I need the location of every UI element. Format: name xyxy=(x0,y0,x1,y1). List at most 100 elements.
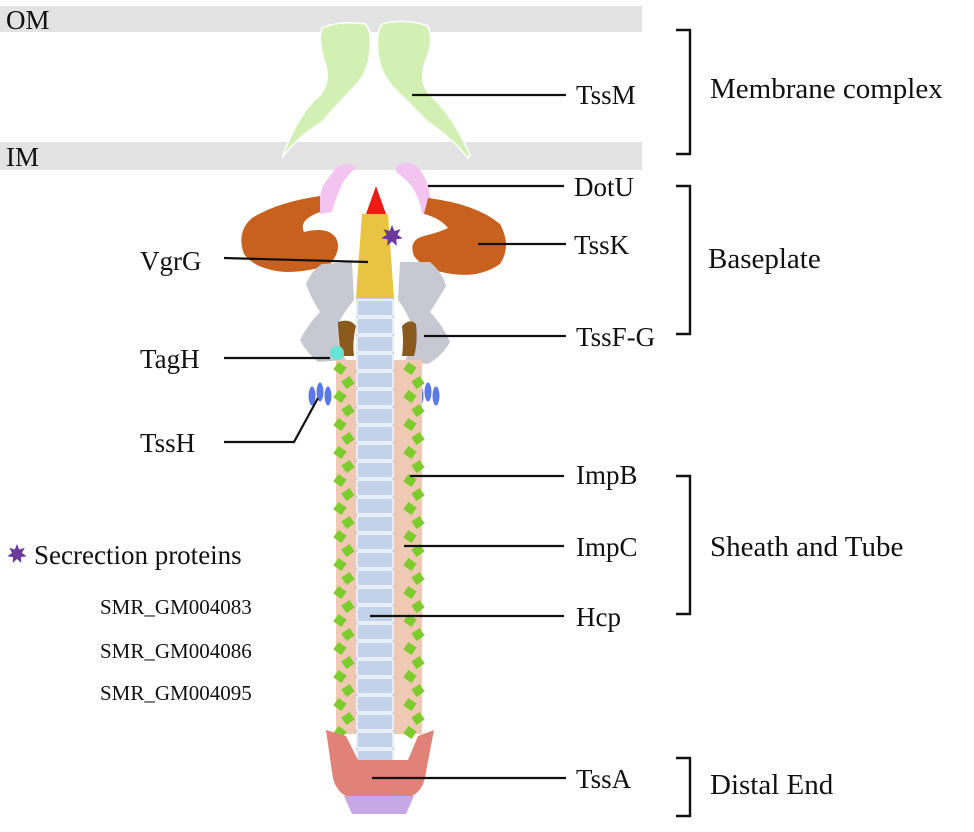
legend-item: SMR_GM004083 xyxy=(100,595,252,619)
tube-segment xyxy=(356,371,394,389)
tube-segment xyxy=(356,461,394,479)
sheath-bead xyxy=(411,627,425,642)
distal-end-brace xyxy=(676,756,692,818)
sheath-bead xyxy=(341,515,355,530)
tube-segment xyxy=(356,641,394,659)
sheath-bead xyxy=(341,599,355,614)
sheath-bead xyxy=(411,515,425,530)
tssh-subunit xyxy=(423,381,433,403)
tube-segment xyxy=(356,299,394,317)
sheath-bead xyxy=(333,417,347,432)
tssa-base xyxy=(344,796,414,814)
tube-segment xyxy=(356,317,394,335)
tube-segment xyxy=(356,389,394,407)
sheath-bead xyxy=(333,445,347,460)
sheath-beads-left xyxy=(333,361,355,740)
legend-title: Secrection proteins xyxy=(34,540,242,570)
sheath-bead xyxy=(341,543,355,558)
legend-item: SMR_GM004095 xyxy=(100,681,252,705)
sheath-bead xyxy=(341,571,355,586)
sheath-bead xyxy=(403,361,417,376)
sheath-bead xyxy=(411,543,425,558)
vgrg-spike xyxy=(356,214,394,298)
sheath-bead xyxy=(333,361,347,376)
sheath-bead xyxy=(333,389,347,404)
legend-star-icon xyxy=(7,544,27,563)
tube-segment xyxy=(356,407,394,425)
sheath-bead xyxy=(341,431,355,446)
sheath-tube-brace xyxy=(676,474,692,616)
sheath-bead xyxy=(333,473,347,488)
sheath-bead xyxy=(403,501,417,516)
sheath-bead xyxy=(403,669,417,684)
sheath-bead xyxy=(403,697,417,712)
tssfg-left-inner xyxy=(338,320,356,356)
sheath-bead xyxy=(333,501,347,516)
sheath-bead xyxy=(341,403,355,418)
sheath-bead xyxy=(411,683,425,698)
vgrg-tip xyxy=(366,186,386,214)
tube-segment xyxy=(356,479,394,497)
sheath-bead xyxy=(411,571,425,586)
sheath-bead xyxy=(333,557,347,572)
tube-segment xyxy=(356,425,394,443)
tube-segment xyxy=(356,515,394,533)
membrane-complex-label: Membrane complex xyxy=(710,73,943,105)
sheath-bead xyxy=(333,585,347,600)
tssk-right xyxy=(412,198,506,275)
impc-label: ImpC xyxy=(576,532,638,562)
dotu-right xyxy=(396,162,436,214)
sheath-bead xyxy=(341,655,355,670)
baseplate-label: Baseplate xyxy=(708,243,821,275)
secretion-protein-star-icon xyxy=(381,225,403,246)
membrane-complex-brace xyxy=(676,28,692,156)
tssh-left-shape xyxy=(307,381,333,407)
vgrg-leader xyxy=(223,256,369,264)
tube-segment xyxy=(356,335,394,353)
tssk-label: TssK xyxy=(574,230,630,260)
sheath-bead xyxy=(341,487,355,502)
tssfg-right-inner xyxy=(402,321,417,356)
tube-segment xyxy=(356,497,394,515)
hcp-label: Hcp xyxy=(576,602,621,632)
sheath-bead xyxy=(411,711,425,726)
sheath-bead xyxy=(341,711,355,726)
sheath-tube-label: Sheath and Tube xyxy=(710,531,903,563)
sheath-bead xyxy=(333,613,347,628)
dotu-left xyxy=(319,164,356,214)
baseplate-brace xyxy=(676,184,692,336)
sheath-bead xyxy=(411,655,425,670)
tagh-label: TagH xyxy=(140,344,200,374)
dotu-label: DotU xyxy=(574,172,634,202)
tube-segment xyxy=(356,443,394,461)
sheath-bead xyxy=(333,641,347,656)
distal-end-label: Distal End xyxy=(710,769,834,801)
sheath-bead xyxy=(411,403,425,418)
sheath-bead xyxy=(403,725,417,740)
tube-segment xyxy=(356,533,394,551)
sheath-bead xyxy=(341,683,355,698)
outer-membrane-label: OM xyxy=(6,5,50,35)
tssh-leader xyxy=(224,397,319,444)
tssfg-right xyxy=(398,262,450,364)
sheath-bead xyxy=(403,417,417,432)
sheath-bead xyxy=(403,613,417,628)
sheath-bead xyxy=(341,375,355,390)
sheath-bead xyxy=(411,487,425,502)
tube-segment xyxy=(356,677,394,695)
tssfg-label: TssF-G xyxy=(576,322,655,352)
tssfg-left xyxy=(300,262,354,362)
sheath-bead xyxy=(403,529,417,544)
tube-segment xyxy=(356,569,394,587)
inner-membrane-label: IM xyxy=(6,142,39,172)
sheath-bead xyxy=(411,375,425,390)
tssm-right-lobe xyxy=(376,20,471,160)
sheath-bead xyxy=(333,669,347,684)
tube-segment xyxy=(356,623,394,641)
sheath-bead xyxy=(403,473,417,488)
impb-label: ImpB xyxy=(576,460,638,490)
sheath-bead xyxy=(403,641,417,656)
tube-segment xyxy=(356,659,394,677)
sheath-bead xyxy=(403,445,417,460)
